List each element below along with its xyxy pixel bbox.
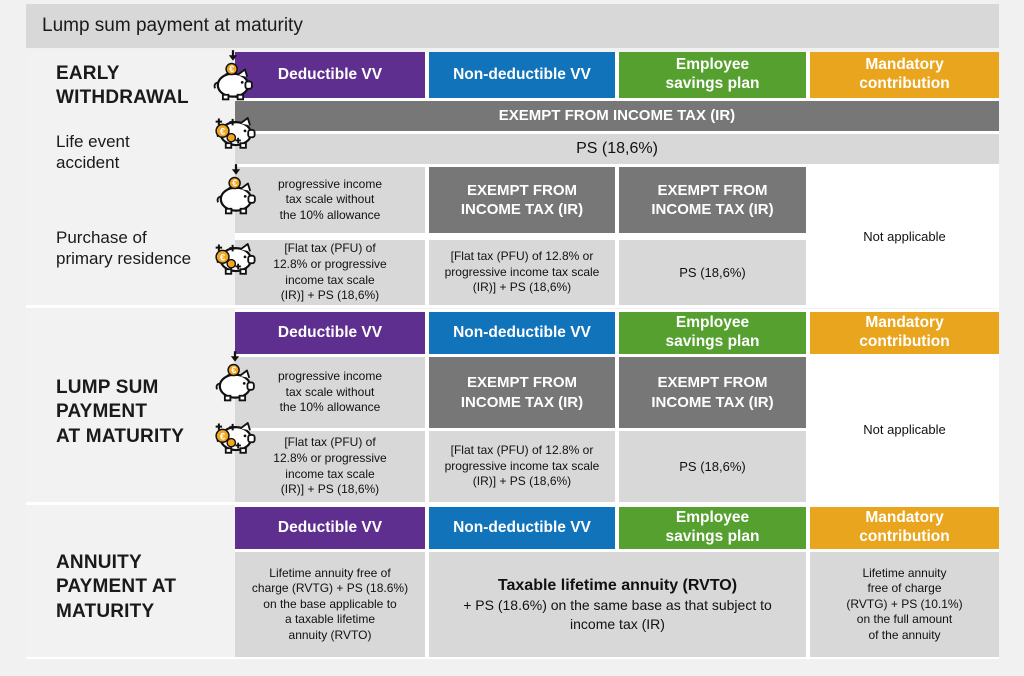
cell-lumpsum-deductible-progressive: progressive income tax scale without the… bbox=[235, 357, 425, 428]
gains-piggy-icon bbox=[211, 233, 257, 277]
cell-residence-mandatory-not-applicable: Not applicable bbox=[810, 167, 999, 305]
gains-piggy-icon bbox=[211, 412, 257, 456]
cell-residence-deductible-flat-tax: [Flat tax (PFU) of 12.8% or progressive … bbox=[235, 240, 425, 305]
payments-piggy-icon bbox=[210, 49, 256, 101]
annuity-taxable-detail-text: + PS (18.6%) on the same base as that su… bbox=[463, 597, 772, 633]
cell-residence-deductible-progressive: progressive income tax scale without the… bbox=[235, 167, 425, 233]
cell-lumpsum-mandatory-not-applicable: Not applicable bbox=[810, 357, 999, 502]
row-label-life-event-accident: Life event accident bbox=[56, 132, 130, 173]
column-header-mandatory-contribution: Mandatory contribution bbox=[810, 507, 999, 549]
ps-band: PS (18,6%) bbox=[235, 134, 999, 164]
row-label-purchase-primary-residence: Purchase of primary residence bbox=[56, 228, 192, 269]
cell-lumpsum-nondeductible-exempt: EXEMPT FROM INCOME TAX (IR) bbox=[429, 357, 615, 428]
cell-annuity-taxable-merged: Taxable lifetime annuity (RVTO) + PS (18… bbox=[429, 552, 806, 657]
gains-piggy-icon bbox=[211, 107, 257, 151]
cell-residence-savings-exempt: EXEMPT FROM INCOME TAX (IR) bbox=[619, 167, 806, 233]
payments-piggy-icon bbox=[212, 350, 258, 402]
column-header-non-deductible-vv: Non-deductible VV bbox=[429, 507, 615, 549]
cell-lumpsum-deductible-flat-tax: [Flat tax (PFU) of 12.8% or progressive … bbox=[235, 431, 425, 502]
early-withdrawal-label-area bbox=[26, 52, 235, 305]
cell-annuity-deductible: Lifetime annuity free of charge (RVTG) +… bbox=[235, 552, 425, 657]
column-header-deductible-vv: Deductible VV bbox=[235, 52, 425, 98]
cell-residence-nondeductible-flat-tax: [Flat tax (PFU) of 12.8% or progressive … bbox=[429, 240, 615, 305]
cell-annuity-mandatory: Lifetime annuity free of charge (RVTG) +… bbox=[810, 552, 999, 657]
lump-sum-label-area bbox=[26, 309, 235, 502]
column-header-mandatory-contribution: Mandatory contribution bbox=[810, 312, 999, 354]
cell-residence-nondeductible-exempt: EXEMPT FROM INCOME TAX (IR) bbox=[429, 167, 615, 233]
column-header-mandatory-contribution: Mandatory contribution bbox=[810, 52, 999, 98]
page-title-bar: Lump sum payment at maturity bbox=[26, 4, 999, 48]
annuity-taxable-bold-text: Taxable lifetime annuity (RVTO) bbox=[497, 576, 738, 594]
annuity-title: ANNUITY PAYMENT AT MATURITY bbox=[56, 552, 177, 622]
column-header-employee-savings-plan: Employee savings plan bbox=[619, 312, 806, 354]
annuity-label-area bbox=[26, 505, 235, 657]
lump-sum-title: LUMP SUM PAYMENT AT MATURITY bbox=[56, 377, 185, 447]
cell-lumpsum-nondeductible-flat-tax: [Flat tax (PFU) of 12.8% or progressive … bbox=[429, 431, 615, 502]
exempt-income-tax-band: EXEMPT FROM INCOME TAX (IR) bbox=[235, 101, 999, 131]
column-header-non-deductible-vv: Non-deductible VV bbox=[429, 312, 615, 354]
cell-lumpsum-savings-ps: PS (18,6%) bbox=[619, 431, 806, 502]
payments-piggy-icon bbox=[213, 163, 259, 215]
cell-lumpsum-savings-exempt: EXEMPT FROM INCOME TAX (IR) bbox=[619, 357, 806, 428]
column-header-non-deductible-vv: Non-deductible VV bbox=[429, 52, 615, 98]
page-title: Lump sum payment at maturity bbox=[42, 15, 303, 36]
column-header-deductible-vv: Deductible VV bbox=[235, 507, 425, 549]
column-header-deductible-vv: Deductible VV bbox=[235, 312, 425, 354]
cell-residence-savings-ps: PS (18,6%) bbox=[619, 240, 806, 305]
column-header-employee-savings-plan: Employee savings plan bbox=[619, 507, 806, 549]
column-header-employee-savings-plan: Employee savings plan bbox=[619, 52, 806, 98]
early-withdrawal-title: EARLY WITHDRAWAL bbox=[56, 63, 189, 109]
